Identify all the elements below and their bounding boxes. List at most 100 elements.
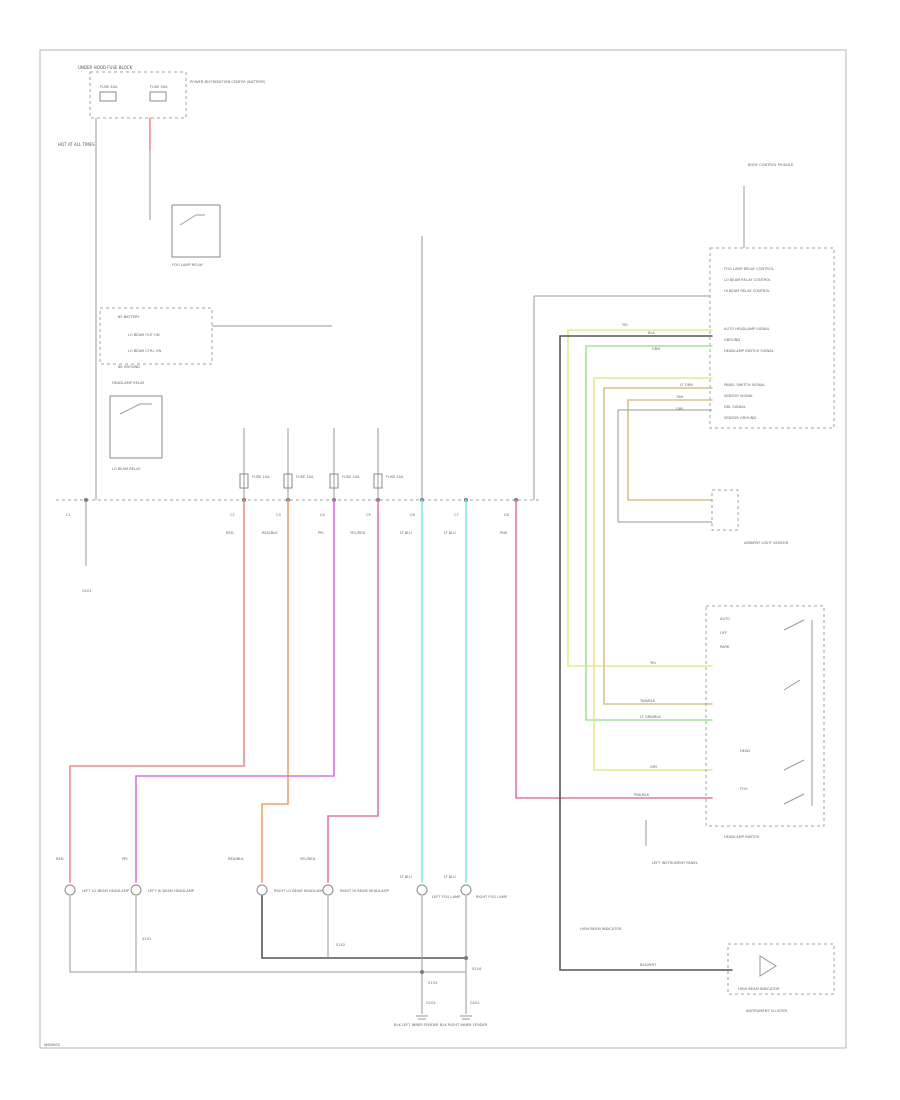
fuse-b-label: FUSE 30A <box>150 85 168 89</box>
lamp-right-lo-wire: RED/BLK <box>228 857 244 861</box>
instrument-cluster: HIGH BEAM INDICATOR INSTRUMENT CLUSTER B… <box>640 943 835 1013</box>
body-control-module: BODY CONTROL MODULE FOG LAMP RELAY CONTR… <box>709 163 835 429</box>
bcm-wire-tag-1: YEL <box>622 323 628 327</box>
lamp-left-lo-name: LEFT LO BEAM HEADLAMP <box>82 889 130 893</box>
headlamp-switch: AUTO OFF PARK HEAD FOG YEL TAN/BLK LT GR… <box>634 605 825 839</box>
bcm-wire-blk <box>559 335 733 971</box>
lamp-right-hi-name: RIGHT HI BEAM HEADLAMP <box>340 889 390 893</box>
indicator-wire-label: BLK/WHT <box>640 963 657 967</box>
bus-pin-4: C4 <box>320 513 326 517</box>
lamp-left-fog-wire: LT BLU <box>400 875 412 879</box>
wire-label-2: RED/BLK <box>262 531 278 535</box>
switch-wire-2: TAN/BLK <box>639 699 656 703</box>
indicator-title: HIGH BEAM INDICATOR <box>738 987 780 991</box>
lamp-left-hi: PPL LEFT HI BEAM HEADLAMP <box>122 857 195 896</box>
fuse-box: UNDER HOOD FUSE BLOCK FUSE 40A FUSE 30A … <box>78 65 266 119</box>
lo-beam-relay: LO BEAM RELAY <box>109 395 163 471</box>
bus-pin-8: C8 <box>504 513 510 517</box>
bcm-row-5: GROUND <box>724 338 740 342</box>
bcm-wire-gry <box>617 409 712 523</box>
lamp-right-lo: RED/BLK RIGHT LO BEAM HEADLAMP <box>228 857 325 896</box>
ground-label-g201: G201 <box>470 1001 480 1005</box>
fuse-row: FUSE 10A FUSE 10A FUSE 10A FUSE 10A <box>239 428 404 500</box>
lamp-row: RED LEFT LO BEAM HEADLAMP PPL LEFT HI BE… <box>56 857 508 899</box>
lamp-wires <box>69 499 713 883</box>
wire-labels: RED RED/BLK PPL YEL/RED LT BLU LT BLU PN… <box>226 531 508 535</box>
cluster-label: INSTRUMENT CLUSTER <box>746 1009 787 1013</box>
bus-pin-3: C3 <box>276 513 281 517</box>
fog-relay-label: FOG LAMP RELAY <box>172 263 204 267</box>
headlamp-relay-label: HEADLAMP RELAY <box>112 381 145 385</box>
ground-right-fender: BLK RIGHT INNER FENDER <box>440 1023 488 1027</box>
switch-position-3: PARK <box>720 645 730 649</box>
relay-pin-2: LO BEAM OUT ON <box>128 333 160 337</box>
sensor-label: AMBIENT LIGHT SENSOR <box>744 541 789 545</box>
wire-label-6: LT BLU <box>444 531 456 535</box>
bus-pin-5: C5 <box>366 513 371 517</box>
wire-label-4: YEL/RED <box>350 531 365 535</box>
bcm-title: BODY CONTROL MODULE <box>748 163 794 167</box>
fuse-label-3: FUSE 10A <box>342 475 360 479</box>
lamp-ground-wiring: S101 S102 S103 S104 <box>69 895 482 1014</box>
bcm-wire-tag-4: LT GRN <box>680 383 693 387</box>
wire-pnk <box>515 499 713 799</box>
lamp-right-lo-name: RIGHT LO BEAM HEADLAMP <box>274 889 325 893</box>
switch-ground-label: LEFT INSTRUMENT PANEL <box>652 861 698 865</box>
bcm-row-6: HEADLAMP SWITCH SIGNAL <box>724 349 774 353</box>
switch-position-4: HEAD <box>740 749 750 753</box>
lamp-left-hi-name: LEFT HI BEAM HEADLAMP <box>148 889 195 893</box>
lamp-right-fog: LT BLU RIGHT FOG LAMP <box>444 875 508 899</box>
bcm-row-4: AUTO HEADLAMP SIGNAL <box>724 327 770 331</box>
bus-pin-1: C1 <box>66 513 71 517</box>
bcm-wires: YEL BLK GRN LT GRN TAN GRY <box>559 323 733 971</box>
fuse-box-title: UNDER HOOD FUSE BLOCK <box>78 65 133 70</box>
fuse-symbol-3 <box>329 473 339 489</box>
lamp-right-hi-wire: YEL/RED <box>300 857 315 861</box>
bcm-row-3: HI BEAM RELAY CONTROL <box>724 289 770 293</box>
bcm-wire-grn <box>585 345 713 721</box>
lamp-right-fog-wire: LT BLU <box>444 875 456 879</box>
fuse-symbol-4 <box>373 473 383 489</box>
bus-pin-2: C2 <box>230 513 235 517</box>
relay-pin-4: 86 GROUND <box>118 365 140 369</box>
fuse-symbol-2 <box>283 473 293 489</box>
bcm-wire-yel <box>567 329 713 667</box>
switch-wire-5: PNK/BLK <box>634 793 650 797</box>
bcm-wire-tan-2 <box>627 399 713 501</box>
fuse-40a-symbol <box>99 91 117 102</box>
bcm-row-8: SENSOR SIGNAL <box>724 394 753 398</box>
lo-beam-relay-label: LO BEAM RELAY <box>112 467 141 471</box>
lamp-left-fog: LT BLU LEFT FOG LAMP <box>400 875 461 899</box>
indicator-conn-label: HIGH BEAM INDICATOR <box>580 927 622 931</box>
splice-label-2: S102 <box>336 943 345 947</box>
left-ground-label: G101 <box>82 589 92 593</box>
bus-pin-6: C6 <box>410 513 416 517</box>
switch-position-1: AUTO <box>720 617 730 621</box>
switch-position-2: OFF <box>720 631 727 635</box>
wire-yel-red <box>327 499 379 883</box>
switch-title: HEADLAMP SWITCH <box>724 835 760 839</box>
bcm-row-1: FOG LAMP RELAY CONTROL <box>724 267 774 271</box>
fog-lamp-relay: FOG LAMP RELAY <box>171 204 221 267</box>
fuse-30a-symbol <box>149 91 167 102</box>
lamp-left-hi-wire: PPL <box>122 857 128 861</box>
fuse-symbol-1 <box>239 473 249 489</box>
switch-position-5: FOG <box>740 787 748 791</box>
switch-wire-1: YEL <box>650 661 656 665</box>
wire-label-7: PNK <box>500 531 508 535</box>
ground-left-fender: BLK LEFT INNER FENDER <box>394 1023 439 1027</box>
lamp-left-lo: RED LEFT LO BEAM HEADLAMP <box>56 857 130 896</box>
bottom-grounds: BLK LEFT INNER FENDER BLK RIGHT INNER FE… <box>394 1001 488 1027</box>
splice-label-4: S104 <box>472 967 482 971</box>
wire-label-5: LT BLU <box>400 531 412 535</box>
bcm-wire-yel-2 <box>593 377 713 771</box>
bcm-row-2: LO BEAM RELAY CONTROL <box>724 278 771 282</box>
bcm-wire-tan <box>603 387 713 705</box>
splice-label-3: S103 <box>428 981 437 985</box>
lamp-right-hi: YEL/RED RIGHT HI BEAM HEADLAMP <box>300 857 390 896</box>
fuse-box-label: POWER DISTRIBUTION CENTER (BATTERY) <box>190 80 266 84</box>
bcm-wire-tag-3: GRN <box>652 347 660 351</box>
bcm-row-7: PANEL SWITCH SIGNAL <box>724 383 765 387</box>
wire-ppl <box>135 499 335 883</box>
bcm-wire-tag-5: TAN <box>675 395 683 399</box>
